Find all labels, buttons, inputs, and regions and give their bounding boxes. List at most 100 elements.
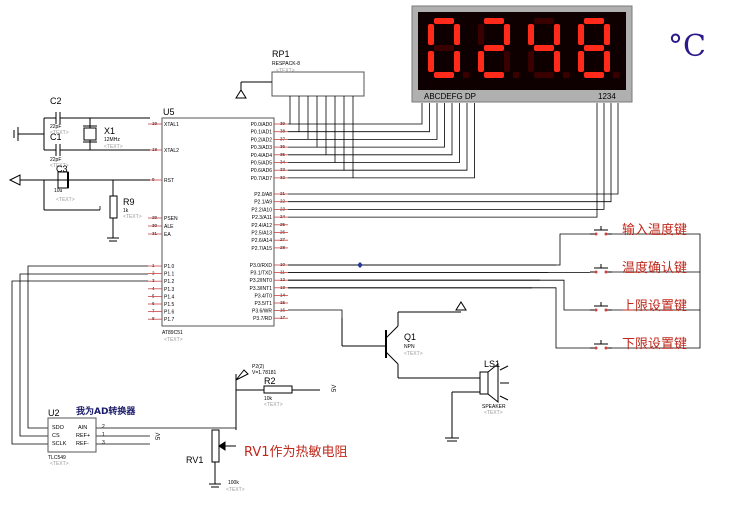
- segment-f: [478, 24, 484, 45]
- u5-pin-name: P0.6/AD6: [251, 168, 273, 174]
- celsius-unit: °C: [668, 29, 706, 64]
- segment-e: [578, 51, 584, 72]
- r9-tag: <TEXT>: [123, 214, 142, 220]
- u5-pin-name: PSEN: [164, 216, 178, 222]
- segment-b: [454, 24, 460, 45]
- u5-pin-num: 5: [152, 293, 155, 298]
- u5-pin-num: 10: [280, 262, 286, 267]
- x1-ref: X1: [104, 126, 115, 136]
- u2-pin-sclk: SCLK: [52, 441, 67, 447]
- x1-value: 12MHz: [104, 137, 120, 143]
- segment-a: [434, 18, 454, 24]
- u2-adc[interactable]: U2 TLC549 <TEXT> SDO CS SCLK AIN REF+ RE…: [47, 408, 105, 467]
- u5-pin-num: 6: [152, 301, 155, 306]
- segment-g: [584, 45, 604, 51]
- segment-dp: [513, 72, 519, 78]
- u2-ref: U2: [48, 408, 60, 418]
- u5-pin-num: 7: [152, 309, 155, 314]
- u5-pin-num: 24: [280, 214, 286, 219]
- u5-pin-name: P3.4/T0: [254, 293, 272, 299]
- pushbutton-3[interactable]: [590, 302, 612, 312]
- u2-pinnum-3: 3: [102, 440, 105, 446]
- seven-segment-display[interactable]: ABCDEFG DP 1234: [411, 5, 633, 103]
- segment-b: [504, 24, 510, 45]
- u5-pin-name: P1.7: [164, 317, 175, 323]
- u5-pin-name: P2.7/A15: [251, 246, 272, 252]
- segment-d: [484, 72, 504, 78]
- segment-g: [484, 45, 504, 51]
- segment-dp: [563, 72, 569, 78]
- pushbutton-2[interactable]: [590, 264, 612, 274]
- segment-f: [528, 24, 534, 45]
- button-group: [590, 226, 612, 350]
- u5-pin-num: 39: [280, 121, 286, 126]
- u5-pin-num: 9: [152, 177, 155, 182]
- vref-5v-label: 5V: [156, 433, 162, 440]
- button-label-input-temp: 输入温度键: [622, 222, 687, 238]
- u5-microcontroller[interactable]: U5 AT89C51 <TEXT> XTAL119XTAL218RST9PSEN…: [148, 107, 288, 343]
- u5-ref: U5: [163, 107, 175, 117]
- u5-pin-name: P0.1/AD1: [251, 130, 273, 136]
- u2-part: TLC549: [48, 455, 66, 461]
- u5-pin-name: P0.2/AD2: [251, 137, 273, 143]
- r2-resistor[interactable]: [236, 385, 320, 394]
- segment-dp: [463, 72, 469, 78]
- u5-pin-name: XTAL2: [164, 148, 179, 154]
- button-label-upper-limit: 上限设置键: [622, 299, 687, 314]
- ls1-speaker[interactable]: [445, 362, 509, 442]
- u5-pin-name: XTAL1: [164, 122, 179, 128]
- u2-pin-sdo: SDO: [52, 425, 65, 431]
- u5-pin-name: P2.6/A14: [251, 238, 272, 244]
- u5-pin-num: 33: [280, 167, 286, 172]
- u5-pin-num: 34: [280, 160, 286, 165]
- u5-pin-num: 8: [152, 316, 155, 321]
- c1-ref: C1: [50, 132, 62, 142]
- q1-transistor[interactable]: [341, 311, 480, 379]
- display-digit-1: [428, 18, 469, 78]
- c3-ref: C3: [56, 164, 68, 174]
- u5-pin-num: 30: [152, 223, 158, 228]
- u5-pin-num: 37: [280, 136, 286, 141]
- u5-pin-name: P3.6/WR: [252, 309, 272, 315]
- u5-pin-name: EA: [164, 232, 171, 238]
- u5-pin-name: P0.5/AD5: [251, 161, 273, 167]
- u5-pin-num: 2: [152, 271, 155, 276]
- u2-pin-refm: REF-: [76, 441, 89, 447]
- power-terminals: [235, 81, 467, 311]
- segment-g: [534, 45, 554, 51]
- c3-tag: <TEXT>: [56, 197, 75, 203]
- pushbutton-4[interactable]: [590, 340, 612, 350]
- rp1-tag: <TEXT>: [276, 68, 295, 74]
- u5-pin-num: 28: [280, 245, 286, 250]
- u5-pin-num: 1: [152, 263, 155, 268]
- u5-pin-num: 16: [280, 308, 286, 313]
- u5-pin-name: P2.2/A10: [251, 207, 272, 213]
- rv1-potentiometer[interactable]: [209, 374, 237, 488]
- u5-pin-num: 38: [280, 129, 286, 134]
- u5-pin-name: P1.6: [164, 310, 175, 316]
- u5-pin-num: 26: [280, 230, 286, 235]
- u5-pin-name: P2.3/A11: [252, 215, 272, 221]
- u5-pin-name: P3.3/INT1: [249, 286, 272, 292]
- u5-pin-num: 3: [152, 278, 155, 283]
- u5-pin-name: P3.2/INT0: [249, 278, 272, 284]
- u5-tag: <TEXT>: [164, 337, 183, 343]
- rp1-resistor-pack[interactable]: RP1 RESPACK-8 <TEXT>: [271, 49, 365, 97]
- wires: [11, 96, 701, 445]
- c1-value: 22pF: [50, 157, 61, 163]
- r2-value: 10k: [264, 396, 273, 402]
- rv1-ref: RV1: [186, 455, 203, 465]
- c2-tag: <TEXT>: [50, 130, 69, 136]
- rv1-tag: <TEXT>: [226, 487, 245, 493]
- vcc-5v-label: 5V: [332, 385, 338, 392]
- u5-pin-name: RST: [164, 178, 174, 184]
- segment-a: [584, 18, 604, 24]
- pushbutton-1[interactable]: [590, 226, 612, 236]
- segment-a: [534, 18, 554, 24]
- u5-pin-num: 31: [152, 231, 158, 236]
- u5-pin-num: 19: [152, 121, 158, 126]
- display-digit-pins: 1234: [598, 92, 616, 101]
- probe-arrow-icon: [235, 369, 249, 381]
- u5-pin-name: P1.5: [164, 302, 175, 308]
- segment-dp: [613, 72, 619, 78]
